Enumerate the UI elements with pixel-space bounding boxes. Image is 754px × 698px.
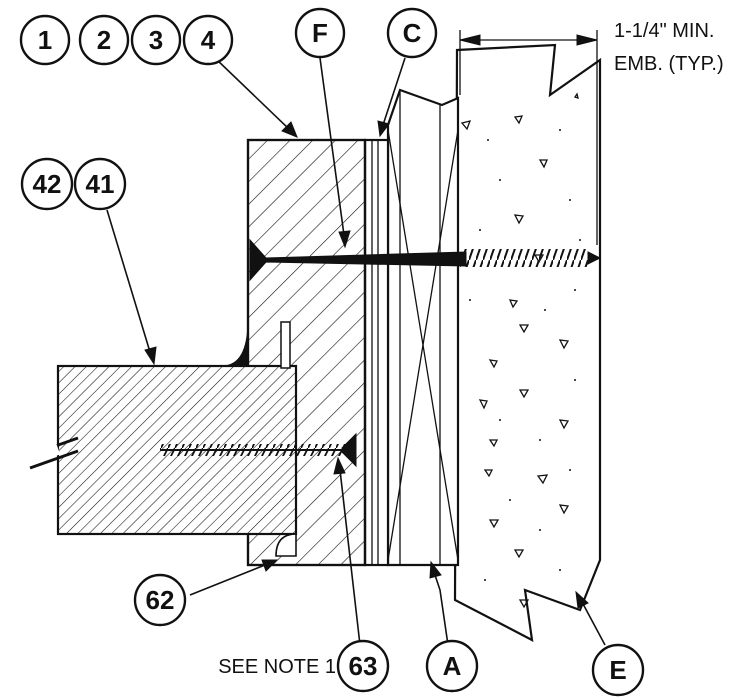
callout-1: 1 (19, 14, 71, 66)
callout-3-label: 3 (149, 25, 163, 55)
sealant-bead-upper (221, 319, 249, 367)
callout-e: E (591, 643, 645, 697)
callout-c: C (386, 7, 438, 59)
dimension-line-1: 1-1/4" MIN. (614, 20, 714, 42)
shim-c (363, 138, 390, 567)
anchor-screw (249, 238, 602, 282)
callout-a-label: A (443, 651, 462, 681)
callout-f-label: F (312, 18, 328, 48)
shim-blocking (386, 88, 460, 567)
dimension-line-2: EMB. (TYP.) (614, 53, 724, 75)
callout-63: 63 (336, 639, 390, 693)
callout-3: 3 (130, 14, 182, 66)
nail-pin (280, 321, 291, 369)
callout-41: 41 (73, 157, 127, 211)
callout-63-label: 63 (349, 651, 378, 681)
callout-c-label: C (403, 18, 422, 48)
callout-62-label: 62 (146, 585, 175, 615)
callout-2-label: 2 (97, 25, 111, 55)
callout-42: 42 (20, 157, 74, 211)
concrete-wall (453, 43, 602, 642)
leader-lines (106, 57, 606, 646)
door-frame-jamb (246, 138, 367, 567)
callout-e-label: E (609, 655, 626, 685)
embedment-dimension: 1-1/4" MIN. EMB. (TYP.) (459, 20, 724, 245)
callout-2: 2 (78, 14, 130, 66)
sealant-bead-lower (275, 533, 297, 557)
callout-41-label: 41 (86, 169, 115, 199)
concrete-aggregate (460, 92, 581, 609)
casing-screw (160, 432, 357, 468)
callout-f: F (294, 7, 346, 59)
callout-4: 4 (182, 14, 234, 66)
callout-1-label: 1 (38, 25, 52, 55)
callout-42-label: 42 (33, 169, 62, 199)
see-note-label: SEE NOTE 1 (218, 656, 336, 678)
callout-a: A (425, 639, 479, 693)
callout-4-label: 4 (201, 25, 216, 55)
callout-62: 62 (133, 573, 187, 627)
